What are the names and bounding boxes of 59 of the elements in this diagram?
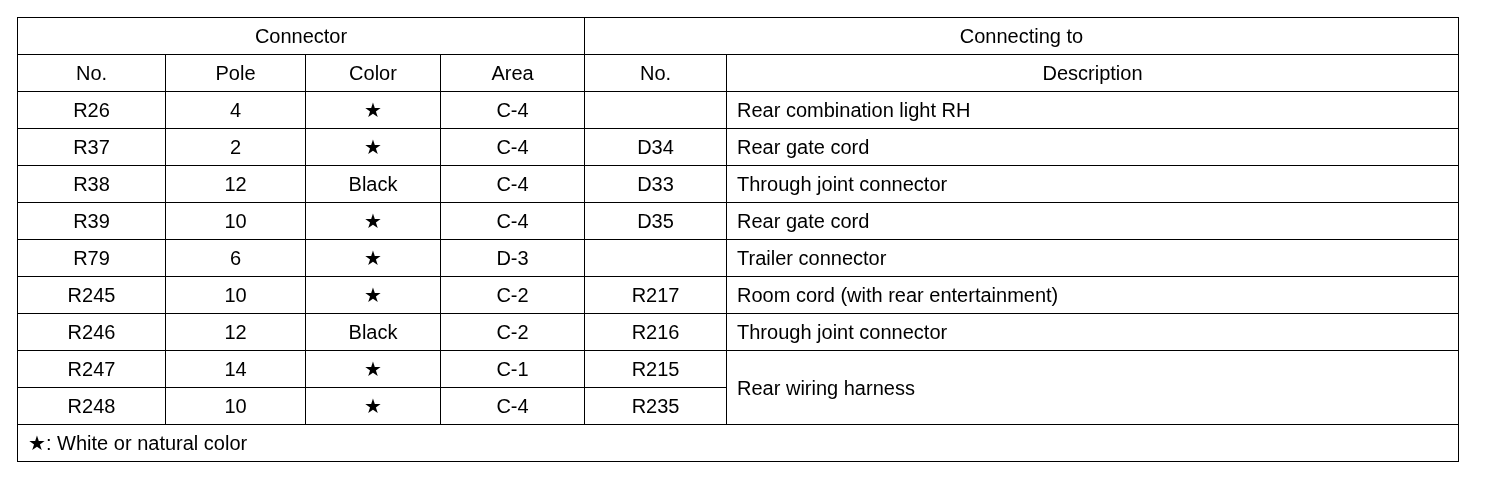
connecting-number: D35 [584,202,727,240]
column-header: Pole [165,54,306,92]
connecting-number: R215 [584,350,727,388]
column-header: No. [584,54,727,92]
connector-number: R37 [17,128,166,166]
description-text: Rear gate cord [726,202,1459,240]
color-value: ★ [305,91,441,129]
description-text: Trailer connector [726,239,1459,277]
connecting-number: D34 [584,128,727,166]
area-code: C-2 [440,276,585,314]
description-text: Room cord (with rear entertainment) [726,276,1459,314]
connector-number: R246 [17,313,166,351]
description-text: Rear gate cord [726,128,1459,166]
footnote: ★: White or natural color [17,424,1459,462]
connector-number: R79 [17,239,166,277]
column-header: Area [440,54,585,92]
color-value: ★ [305,202,441,240]
connector-number: R247 [17,350,166,388]
column-header: No. [17,54,166,92]
pole-count: 4 [165,91,306,129]
color-value: ★ [305,387,441,425]
connecting-number: D33 [584,165,727,203]
pole-count: 12 [165,313,306,351]
description-text: Rear wiring harness [726,350,1459,425]
area-code: C-4 [440,202,585,240]
color-value: Black [305,165,441,203]
color-value: ★ [305,239,441,277]
area-code: C-1 [440,350,585,388]
connector-number: R26 [17,91,166,129]
pole-count: 14 [165,350,306,388]
pole-count: 10 [165,387,306,425]
area-code: C-4 [440,91,585,129]
color-value: ★ [305,276,441,314]
color-value: Black [305,313,441,351]
connector-number: R248 [17,387,166,425]
connector-number: R245 [17,276,166,314]
connecting-number: R216 [584,313,727,351]
connector-number: R39 [17,202,166,240]
column-header: Color [305,54,441,92]
pole-count: 10 [165,276,306,314]
area-code: D-3 [440,239,585,277]
pole-count: 6 [165,239,306,277]
area-code: C-4 [440,165,585,203]
column-header: Connecting to [584,17,1459,55]
color-value: ★ [305,128,441,166]
color-value: ★ [305,350,441,388]
description-text: Through joint connector [726,165,1459,203]
area-code: C-2 [440,313,585,351]
column-header: Description [726,54,1459,92]
area-code: C-4 [440,387,585,425]
description-text: Rear combination light RH [726,91,1459,129]
pole-count: 2 [165,128,306,166]
connecting-number: R217 [584,276,727,314]
area-code: C-4 [440,128,585,166]
connector-number: R38 [17,165,166,203]
pole-count: 10 [165,202,306,240]
pole-count: 12 [165,165,306,203]
description-text: Through joint connector [726,313,1459,351]
column-header: Connector [17,17,585,55]
